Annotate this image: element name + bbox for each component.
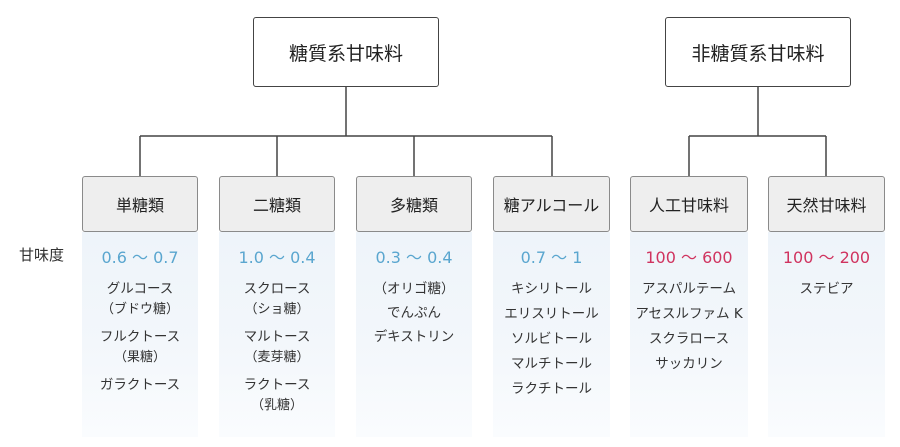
nonsugar-sweetener-box: 非糖質系甘味料 — [665, 17, 851, 87]
item-list-tato: （オリゴ糖） でんぷん デキストリン — [356, 277, 472, 349]
sweetness-value-nito: 1.0 ～ 0.4 — [238, 248, 316, 267]
column-bg-tanto — [82, 232, 198, 437]
column-bg-natural — [768, 232, 885, 437]
list-item: ステビア — [799, 281, 854, 297]
category-artificial-box: 人工甘味料 — [630, 176, 748, 232]
column-bg-artificial — [630, 232, 748, 437]
list-item: ガラクトース — [99, 377, 181, 393]
list-item: サッカリン — [655, 356, 723, 372]
sweetness-value-alcohol: 0.7 ～ 1 — [520, 248, 583, 267]
sweetness-value-natural: 100 ～ 200 — [782, 248, 871, 267]
column-bg-nito — [219, 232, 335, 437]
list-item: デキストリン — [373, 329, 455, 345]
list-item-note: （果糖） — [113, 350, 166, 365]
list-item: マルトース — [243, 329, 311, 345]
column-bg-alcohol — [493, 232, 610, 437]
category-nito-box: 二糖類 — [219, 176, 335, 232]
list-item: スクロース — [243, 281, 311, 297]
category-tato-box: 多糖類 — [356, 176, 472, 232]
list-item: ソルビトール — [511, 331, 592, 347]
list-item-note: （ショ糖） — [244, 302, 310, 317]
list-item: グルコース — [106, 281, 174, 297]
list-item: キシリトール — [511, 281, 592, 297]
list-item: アセスルファム K — [635, 306, 743, 322]
sugar-sweetener-box: 糖質系甘味料 — [253, 17, 439, 87]
item-list-natural: ステビア — [768, 277, 885, 302]
item-list-nito: スクロース （ショ糖） マルトース （麦芽糖） ラクトース （乳糖） — [219, 277, 335, 415]
category-natural-box: 天然甘味料 — [768, 176, 885, 232]
item-list-sugar-alcohol: キシリトール エリスリトール ソルビトール マルチトール ラクチトール — [493, 277, 610, 402]
category-sugar-alcohol-box: 糖アルコール — [493, 176, 610, 232]
sweetness-value-tato: 0.3 ～ 0.4 — [375, 248, 453, 267]
sweetness-value-artificial: 100 ～ 600 — [645, 248, 733, 267]
list-item: マルチトール — [511, 356, 592, 372]
item-list-artificial: アスパルテーム アセスルファム K スクラロース サッカリン — [630, 277, 748, 377]
item-list-tanto: グルコース （ブドウ糖） フルクトース （果糖） ガラクトース — [82, 277, 198, 397]
list-item: ラクチトール — [511, 381, 592, 397]
column-bg-tato — [356, 232, 472, 437]
list-item: ラクトース — [243, 377, 311, 393]
list-item: エリスリトール — [504, 306, 599, 322]
list-item-note: （ブドウ糖） — [100, 302, 179, 317]
list-item-note: （乳糖） — [250, 398, 303, 413]
list-item: スクラロース — [648, 331, 730, 347]
category-tanto-box: 単糖類 — [82, 176, 198, 232]
sweetness-row-label: 甘味度 — [19, 246, 65, 264]
list-item: （オリゴ糖） — [373, 281, 455, 297]
sweetness-value-tanto: 0.6 ～ 0.7 — [101, 248, 179, 267]
list-item: でんぷん — [387, 305, 441, 321]
list-item: フルクトース — [99, 329, 181, 345]
list-item-note: （麦芽糖） — [244, 350, 310, 365]
list-item: アスパルテーム — [641, 281, 737, 297]
